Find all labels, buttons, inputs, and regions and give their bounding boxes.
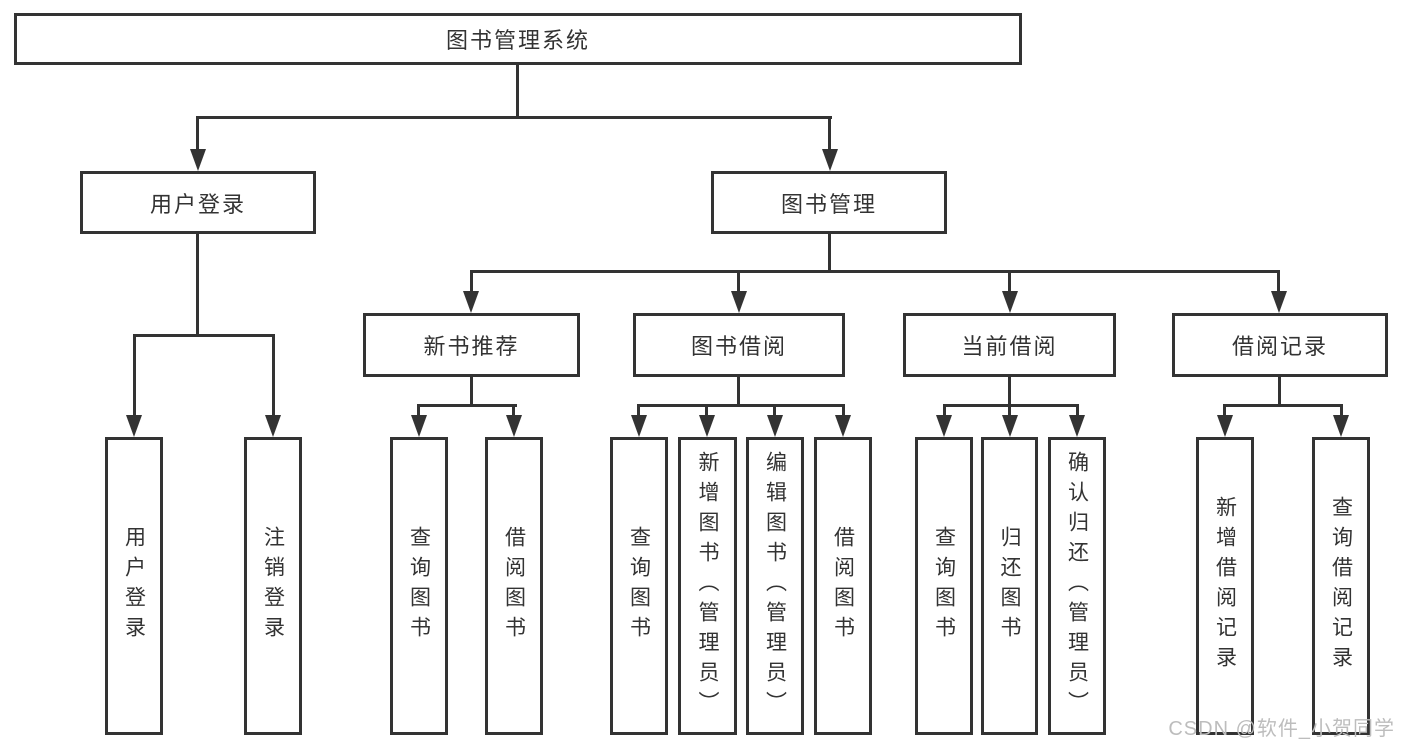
node-book-management-label: 图书管理 bbox=[780, 191, 877, 217]
leaf-logout: 注销登录 bbox=[244, 437, 302, 735]
arrow-down-icon bbox=[1069, 415, 1085, 437]
leaf-edit-book-admin-label: 编辑图书（管理员） bbox=[763, 451, 787, 721]
node-new-book-recommend: 新书推荐 bbox=[363, 313, 580, 377]
edge-root-vertical bbox=[516, 65, 519, 118]
edge-bookmgmt-stem-1 bbox=[470, 270, 473, 294]
edge-recommend-stem-2 bbox=[512, 404, 515, 417]
edge-bookmgmt-stem-3 bbox=[1008, 270, 1011, 294]
edge-userlogin-stem-right bbox=[272, 334, 275, 416]
edge-current-vertical bbox=[1008, 377, 1011, 407]
leaf-add-book-admin: 新增图书（管理员） bbox=[678, 437, 737, 735]
leaf-confirm-return-admin: 确认归还（管理员） bbox=[1048, 437, 1106, 735]
edge-current-stem-2 bbox=[1008, 404, 1011, 417]
edge-borrow-vertical bbox=[737, 377, 740, 407]
edge-recommend-stem-1 bbox=[417, 404, 420, 417]
node-user-login: 用户登录 bbox=[80, 171, 316, 234]
leaf-query-borrow-record-label: 查询借阅记录 bbox=[1329, 496, 1353, 676]
edge-root-horizontal bbox=[196, 116, 832, 119]
arrow-down-icon bbox=[126, 415, 142, 437]
arrow-down-icon bbox=[411, 415, 427, 437]
edge-borrow-stem-4 bbox=[842, 404, 845, 417]
arrow-down-icon bbox=[190, 149, 206, 171]
arrow-down-icon bbox=[822, 149, 838, 171]
edge-bookmgmt-stem-4 bbox=[1277, 270, 1280, 294]
edge-current-horizontal bbox=[943, 404, 1079, 407]
leaf-query-books-current: 查询图书 bbox=[915, 437, 973, 735]
node-root-label: 图书管理系统 bbox=[445, 28, 590, 53]
leaf-query-books-recommend: 查询图书 bbox=[390, 437, 448, 735]
edge-bookmgmt-vertical bbox=[828, 234, 831, 273]
edge-records-stem-2 bbox=[1340, 404, 1343, 417]
arrow-down-icon bbox=[463, 291, 479, 313]
leaf-borrow-books: 借阅图书 bbox=[814, 437, 872, 735]
arrow-down-icon bbox=[699, 415, 715, 437]
leaf-return-book-label: 归还图书 bbox=[998, 526, 1021, 646]
arrow-down-icon bbox=[1002, 291, 1018, 313]
node-new-book-recommend-label: 新书推荐 bbox=[423, 334, 520, 359]
edge-current-stem-3 bbox=[1076, 404, 1079, 417]
arrow-down-icon bbox=[506, 415, 522, 437]
leaf-borrow-books-label: 借阅图书 bbox=[831, 526, 855, 646]
edge-borrow-stem-3 bbox=[773, 404, 776, 417]
leaf-user-login: 用户登录 bbox=[105, 437, 163, 735]
leaf-return-book: 归还图书 bbox=[981, 437, 1038, 735]
edge-records-horizontal bbox=[1223, 404, 1343, 407]
leaf-confirm-return-admin-label: 确认归还（管理员） bbox=[1065, 451, 1089, 721]
arrow-down-icon bbox=[1002, 415, 1018, 437]
arrow-down-icon bbox=[1271, 291, 1287, 313]
edge-bookmgmt-stem-2 bbox=[737, 270, 740, 294]
leaf-query-borrow-record: 查询借阅记录 bbox=[1312, 437, 1370, 735]
arrow-down-icon bbox=[1333, 415, 1349, 437]
node-borrow-records-label: 借阅记录 bbox=[1231, 334, 1328, 359]
leaf-add-borrow-record-label: 新增借阅记录 bbox=[1213, 496, 1237, 676]
node-book-management: 图书管理 bbox=[711, 171, 947, 234]
edge-userlogin-stem-left bbox=[133, 334, 136, 416]
node-user-login-label: 用户登录 bbox=[149, 191, 246, 217]
leaf-borrow-books-recommend: 借阅图书 bbox=[485, 437, 543, 735]
node-current-borrow-label: 当前借阅 bbox=[961, 334, 1058, 359]
leaf-add-book-admin-label: 新增图书（管理员） bbox=[696, 451, 719, 721]
edge-current-stem-1 bbox=[943, 404, 946, 417]
edge-records-stem-1 bbox=[1223, 404, 1226, 417]
leaf-user-login-label: 用户登录 bbox=[122, 526, 146, 646]
arrow-down-icon bbox=[936, 415, 952, 437]
arrow-down-icon bbox=[767, 415, 783, 437]
leaf-borrow-books-recommend-label: 借阅图书 bbox=[502, 526, 526, 646]
edge-root-stem-left bbox=[196, 116, 199, 151]
leaf-add-borrow-record: 新增借阅记录 bbox=[1196, 437, 1254, 735]
leaf-query-books-borrow: 查询图书 bbox=[610, 437, 668, 735]
edge-recommend-horizontal bbox=[417, 404, 517, 407]
node-borrow-records: 借阅记录 bbox=[1172, 313, 1388, 377]
edge-userlogin-vertical bbox=[196, 234, 199, 337]
leaf-query-books-current-label: 查询图书 bbox=[932, 526, 956, 646]
arrow-down-icon bbox=[731, 291, 747, 313]
arrow-down-icon bbox=[835, 415, 851, 437]
node-book-borrow: 图书借阅 bbox=[633, 313, 845, 377]
edge-borrow-horizontal bbox=[637, 404, 845, 407]
edge-root-stem-right bbox=[828, 116, 831, 151]
leaf-query-books-recommend-label: 查询图书 bbox=[407, 526, 431, 646]
edge-borrow-stem-2 bbox=[705, 404, 708, 417]
node-current-borrow: 当前借阅 bbox=[903, 313, 1116, 377]
leaf-query-books-borrow-label: 查询图书 bbox=[627, 526, 651, 646]
edge-borrow-stem-1 bbox=[637, 404, 640, 417]
edge-bookmgmt-horizontal bbox=[470, 270, 1280, 273]
watermark: CSDN @软件_小贺同学 bbox=[1168, 718, 1395, 740]
leaf-edit-book-admin: 编辑图书（管理员） bbox=[746, 437, 804, 735]
node-root: 图书管理系统 bbox=[14, 13, 1022, 65]
node-book-borrow-label: 图书借阅 bbox=[690, 334, 787, 359]
edge-recommend-vertical bbox=[470, 377, 473, 407]
leaf-logout-label: 注销登录 bbox=[261, 526, 285, 646]
arrow-down-icon bbox=[1217, 415, 1233, 437]
arrow-down-icon bbox=[265, 415, 281, 437]
edge-userlogin-horizontal bbox=[133, 334, 275, 337]
arrow-down-icon bbox=[631, 415, 647, 437]
edge-records-vertical bbox=[1278, 377, 1281, 407]
